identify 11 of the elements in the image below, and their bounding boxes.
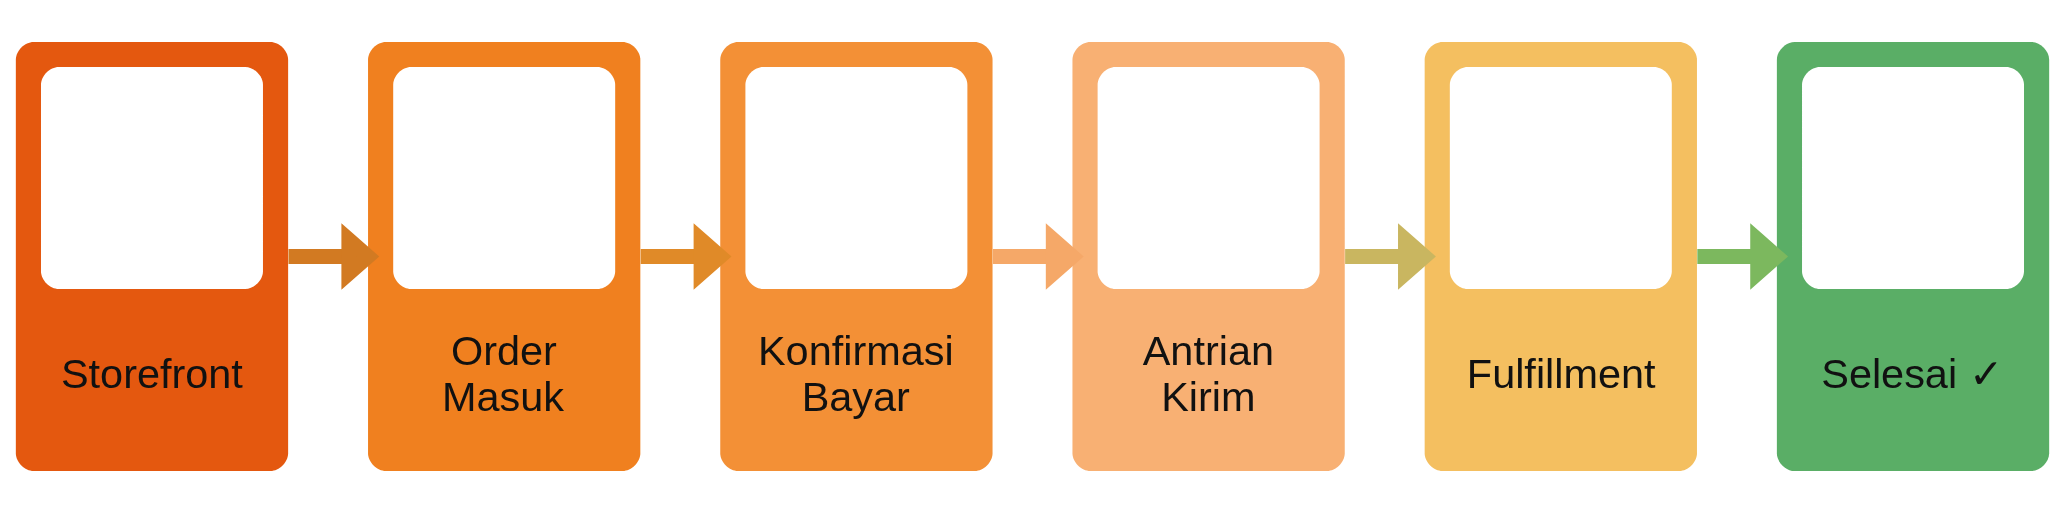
node-box: Konfirmasi Bayar <box>719 41 993 471</box>
node-box: Fulfillment <box>1424 41 1697 471</box>
arrow <box>992 222 1084 290</box>
node-box: Storefront <box>15 41 288 471</box>
arrow <box>1344 222 1436 290</box>
node-box: Order Masuk <box>367 41 640 471</box>
arrow <box>640 222 731 290</box>
arrow <box>288 222 379 290</box>
arrow <box>1696 222 1788 290</box>
node-box: Antrian Kirim <box>1071 41 1345 471</box>
node-box: Selesai ✓ <box>1776 41 2049 471</box>
